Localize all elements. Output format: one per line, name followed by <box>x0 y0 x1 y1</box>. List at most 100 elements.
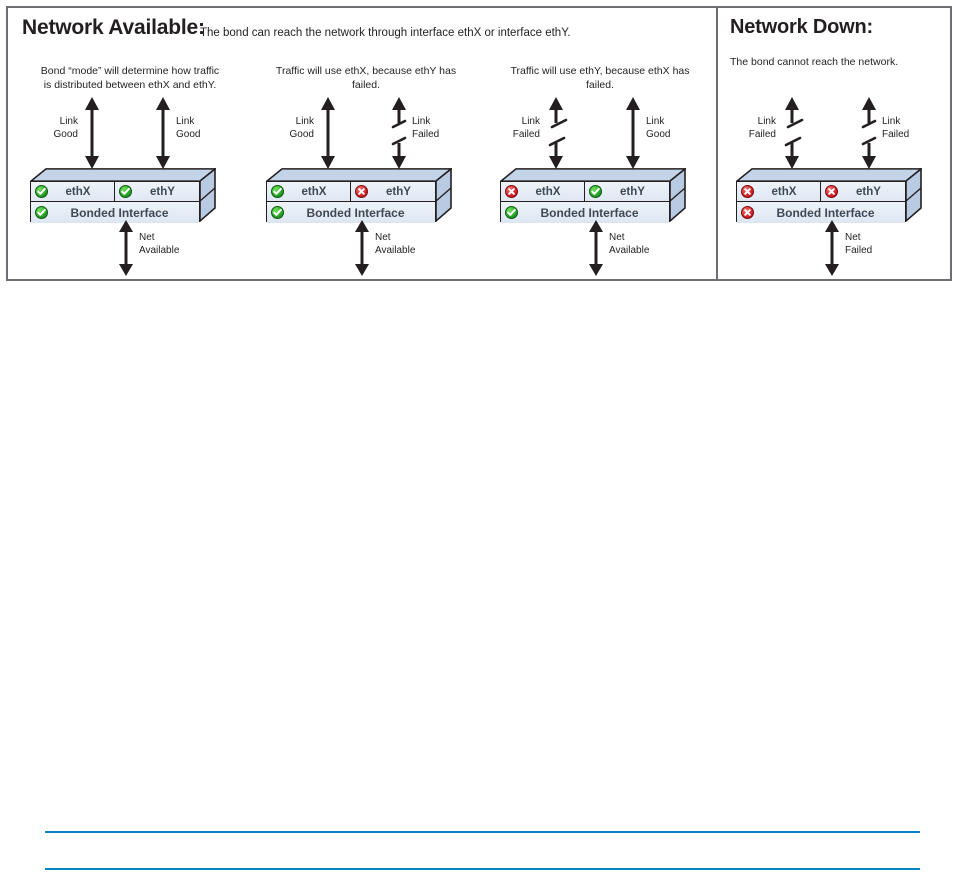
panel-3-caption-line2: failed. <box>585 79 615 91</box>
panel-2-box-side-face <box>436 168 452 222</box>
panel-1-caption: Bond “mode” will determine how traffic i… <box>12 64 248 92</box>
panel-2-left-link-label: Link Good <box>258 116 314 141</box>
panel-4-left-link-line1: Link <box>757 116 776 127</box>
panel-1-box-side-face <box>200 168 216 222</box>
cross-icon <box>355 185 368 198</box>
panel-1-caption-line1: Bond “mode” will determine how traffic <box>40 65 220 77</box>
check-icon <box>589 185 602 198</box>
panel-3-box-top-face <box>500 168 686 182</box>
panel-4-right-link-line2: Failed <box>882 128 910 140</box>
panel-3-port-row: ethX ethY <box>501 182 669 202</box>
page-rule-top <box>45 831 920 833</box>
panel-1-port-ethx-label: ethX <box>65 185 91 198</box>
panel-1-net-line2: Available <box>139 244 180 256</box>
panel-4-left-link-label: Link Failed <box>718 116 776 141</box>
panel-2-bond-row: Bonded Interface <box>267 202 435 223</box>
check-icon <box>119 185 132 198</box>
panel-1-net-arrow <box>119 220 133 276</box>
panel-2-right-link-line2: Failed <box>412 128 440 140</box>
section-network-down: Network Down: The bond cannot reach the … <box>718 8 954 279</box>
section-title-network-down: Network Down: <box>730 16 873 38</box>
panel-4-bond-row: Bonded Interface <box>737 202 905 223</box>
panel-3-net-line1: Net <box>609 232 625 243</box>
panel-3-port-ethx-label: ethX <box>535 185 561 198</box>
cross-icon <box>741 206 754 219</box>
panel-4-right-link-arrow-broken <box>861 97 877 169</box>
panel-1-caption-line2: is distributed between ethX and ethY. <box>43 79 217 91</box>
panel-4-box-side-face <box>906 168 922 222</box>
panel-2-right-link-arrow-broken <box>391 97 407 169</box>
panel-1-port-row: ethX ethY <box>31 182 199 202</box>
panel-3-port-ethy: ethY <box>585 182 669 202</box>
panel-3-left-link-line2: Failed <box>512 128 540 140</box>
panel-1-left-link-line2: Good <box>53 128 78 140</box>
panel-1-port-ethy: ethY <box>115 182 199 202</box>
bond-panel-2: Traffic will use ethX, because ethY has … <box>248 64 484 279</box>
panel-3-right-link-label: Link Good <box>646 116 670 141</box>
bond-panel-3: Traffic will use ethY, because ethX has … <box>482 64 718 279</box>
panel-3-box-side-face <box>670 168 686 222</box>
panel-2-port-ethy-label: ethY <box>386 185 411 198</box>
panel-4-right-link-label: Link Failed <box>882 116 909 141</box>
panel-4-bond-label: Bonded Interface <box>776 205 875 220</box>
panel-3-left-link-arrow-broken <box>548 97 568 169</box>
panel-2-port-ethx: ethX <box>267 182 351 202</box>
section-caption-network-down: The bond cannot reach the network. <box>730 56 899 68</box>
panel-4-net-line1: Net <box>845 232 861 243</box>
panel-2-port-row: ethX ethY <box>267 182 435 202</box>
panel-2-net-label: Net Available <box>375 232 415 257</box>
bonding-diagram-figure: Network Available: The bond can reach th… <box>6 6 952 281</box>
panel-2-left-link-line1: Link <box>295 116 314 127</box>
panel-4-box-top-face <box>736 168 922 182</box>
check-icon <box>35 185 48 198</box>
panel-3-net-label: Net Available <box>609 232 649 257</box>
panel-4-net-label: Net Failed <box>845 232 872 257</box>
panel-3-bond-label: Bonded Interface <box>540 205 639 220</box>
panel-2-bond-label: Bonded Interface <box>306 205 405 220</box>
panel-2-net-line2: Available <box>375 244 416 256</box>
panel-1-bond-label: Bonded Interface <box>70 205 169 220</box>
panel-4-left-link-arrow-broken <box>784 97 804 169</box>
bond-panel-1: Bond “mode” will determine how traffic i… <box>12 64 248 279</box>
panel-4-port-ethx: ethX <box>737 182 821 202</box>
bond-panel-4: Link Failed Link Failed <box>718 64 954 279</box>
panel-4-box-front-face: ethX ethY Bonded Interfac <box>736 181 906 223</box>
panel-3-left-link-label: Link Failed <box>482 116 540 141</box>
panel-4-port-row: ethX ethY <box>737 182 905 202</box>
panel-2-port-ethy: ethY <box>351 182 435 202</box>
panel-1-box-front-face: ethX ethY Bonded Interfac <box>30 181 200 223</box>
panel-4-port-ethy: ethY <box>821 182 905 202</box>
panel-3-bond-row: Bonded Interface <box>501 202 669 223</box>
panel-1-net-line1: Net <box>139 232 155 243</box>
panel-1-bond-row: Bonded Interface <box>31 202 199 223</box>
panel-1-right-link-arrow <box>156 97 170 169</box>
panel-3-right-link-line1: Link <box>646 116 665 127</box>
panel-4-net-line2: Failed <box>845 244 873 256</box>
check-icon <box>271 206 284 219</box>
panel-1-right-link-line2: Good <box>176 128 201 140</box>
panel-2-net-arrow <box>355 220 369 276</box>
panel-1-left-link-arrow <box>85 97 99 169</box>
panel-3-net-arrow <box>589 220 603 276</box>
panel-2-caption-line1: Traffic will use ethX, because ethY has <box>275 65 457 77</box>
panel-2-right-link-line1: Link <box>412 116 431 127</box>
panel-3-net-line2: Available <box>609 244 650 256</box>
panel-2-left-link-line2: Good <box>289 128 314 140</box>
cross-icon <box>505 185 518 198</box>
cross-icon <box>741 185 754 198</box>
panel-3-caption: Traffic will use ethY, because ethX has … <box>482 64 718 92</box>
panel-3-port-ethy-label: ethY <box>620 185 645 198</box>
panel-3-box-front-face: ethX ethY Bonded Interfac <box>500 181 670 223</box>
panel-1-right-link-label: Link Good <box>176 116 200 141</box>
check-icon <box>271 185 284 198</box>
panel-2-bond-box: ethX ethY Bonded Interfac <box>266 168 452 223</box>
panel-2-left-link-arrow <box>321 97 335 169</box>
panel-2-box-top-face <box>266 168 452 182</box>
panel-2-box-front-face: ethX ethY Bonded Interfac <box>266 181 436 223</box>
section-caption-network-available: The bond can reach the network through i… <box>200 27 571 39</box>
panel-3-right-link-arrow <box>626 97 640 169</box>
panel-4-left-link-line2: Failed <box>748 128 776 140</box>
panel-3-right-link-line2: Good <box>646 128 671 140</box>
panel-3-bond-box: ethX ethY Bonded Interfac <box>500 168 686 223</box>
panel-3-port-ethx: ethX <box>501 182 585 202</box>
